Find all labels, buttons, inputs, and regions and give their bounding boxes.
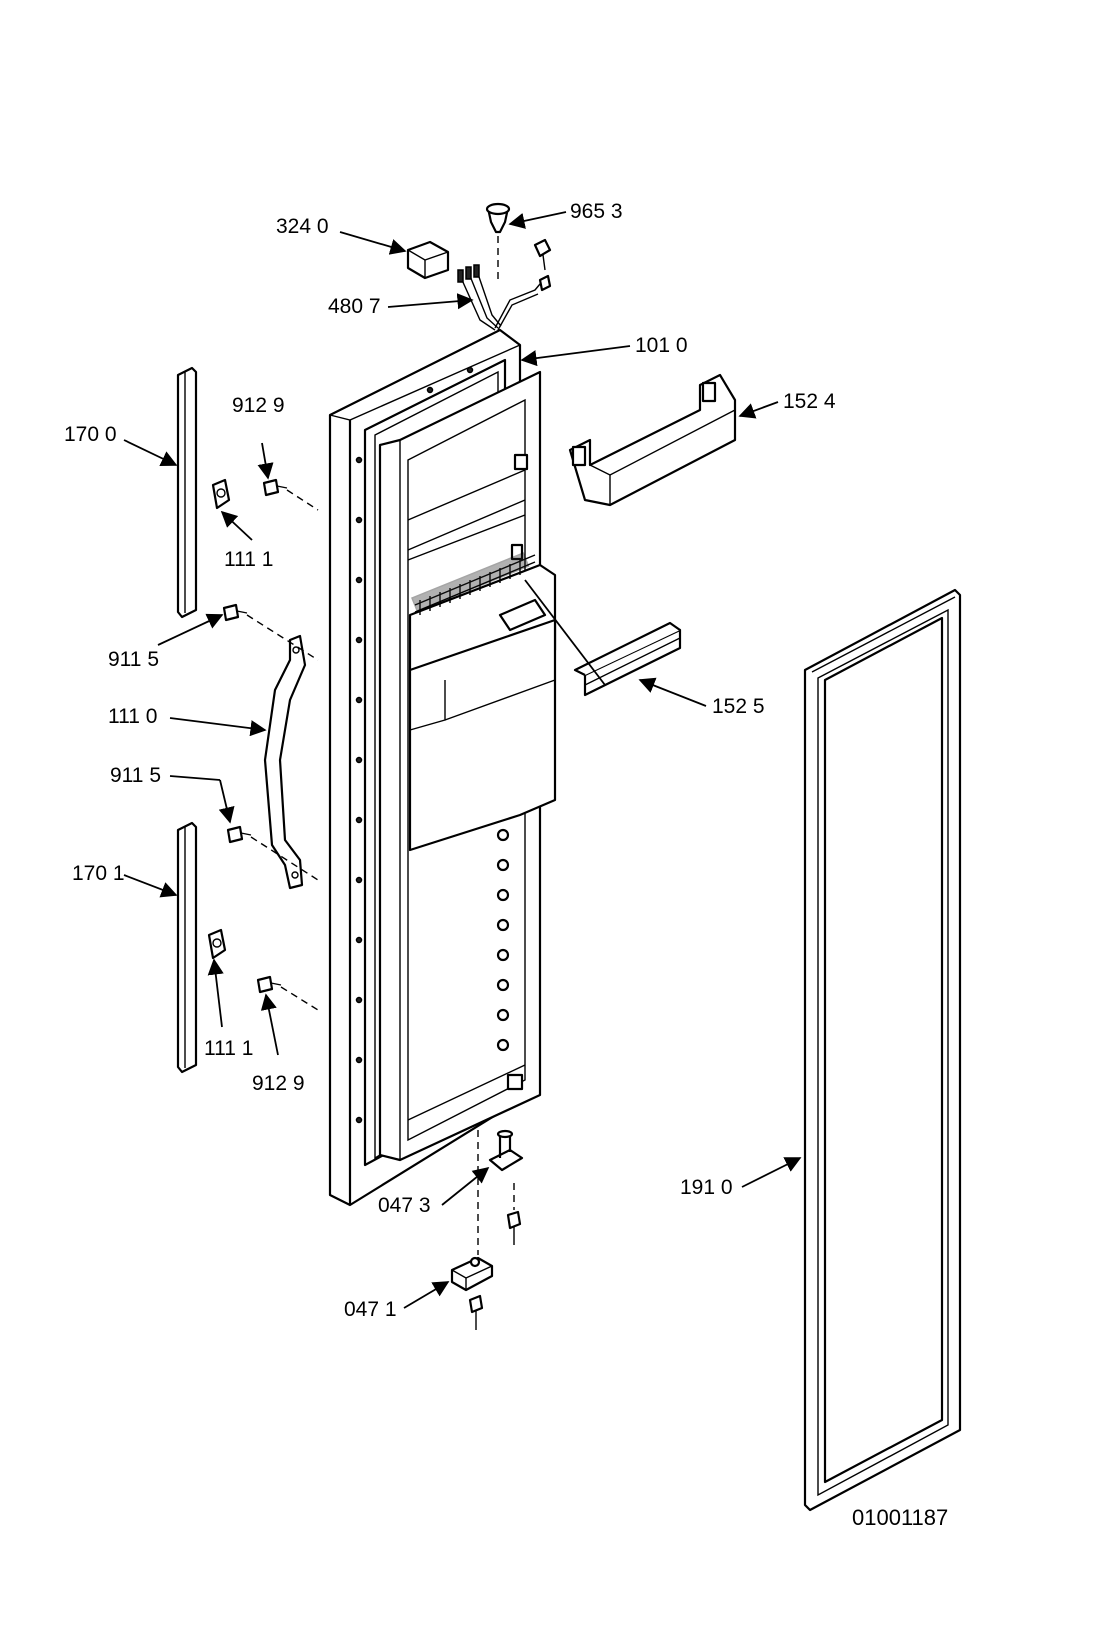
label-912-9-lower: 912 9 (252, 1072, 305, 1095)
label-191-0: 191 0 (680, 1176, 733, 1199)
door-handle-part (263, 634, 307, 890)
label-170-0: 170 0 (64, 423, 117, 446)
screw-912-9-upper (262, 478, 288, 497)
screw-911-5-lower (226, 825, 252, 844)
label-152-4: 152 4 (783, 390, 836, 413)
label-911-5-upper: 911 5 (108, 648, 159, 671)
dispenser-housing-part (408, 552, 557, 852)
trim-strip-upper-part (176, 366, 198, 619)
label-911-5-lower: 911 5 (110, 764, 161, 787)
light-socket-965-3-part (485, 202, 511, 234)
screw-911-5-upper (222, 603, 248, 622)
assembly-lines (246, 236, 515, 1255)
label-047-3: 047 3 (378, 1194, 431, 1217)
leader-lines (123, 211, 802, 1309)
drawing-code: 01001187 (852, 1505, 948, 1530)
handle-clip-lower-part (207, 928, 227, 960)
door-shelf-bin-part (568, 373, 737, 507)
label-965-3: 965 3 (570, 200, 623, 223)
shelf-rail-part (524, 579, 682, 697)
trim-strip-lower-part (176, 821, 198, 1074)
connector-324-0-part (406, 240, 450, 280)
label-111-1-lower: 111 1 (204, 1037, 253, 1060)
label-152-5: 152 5 (712, 695, 765, 718)
label-047-1: 047 1 (344, 1298, 397, 1321)
label-480-7: 480 7 (328, 295, 381, 318)
label-111-1-upper: 111 1 (224, 548, 273, 571)
part-labels: 324 0 965 3 480 7 101 0 152 4 170 0 912 … (64, 200, 948, 1530)
label-324-0: 324 0 (276, 215, 329, 238)
screw-912-9-lower (256, 975, 282, 994)
hinge-pin-047-3-part (488, 1129, 524, 1245)
label-170-1: 170 1 (72, 862, 125, 885)
label-912-9-upper: 912 9 (232, 394, 285, 417)
label-111-0: 111 0 (108, 705, 157, 728)
handle-clip-upper-part (211, 478, 231, 510)
switch-screw-part (533, 238, 552, 271)
wire-harness-480-7-part (457, 264, 552, 331)
hinge-bracket-047-1-part (450, 1256, 494, 1330)
door-gasket-part (803, 588, 962, 1512)
label-101-0: 101 0 (635, 334, 688, 357)
